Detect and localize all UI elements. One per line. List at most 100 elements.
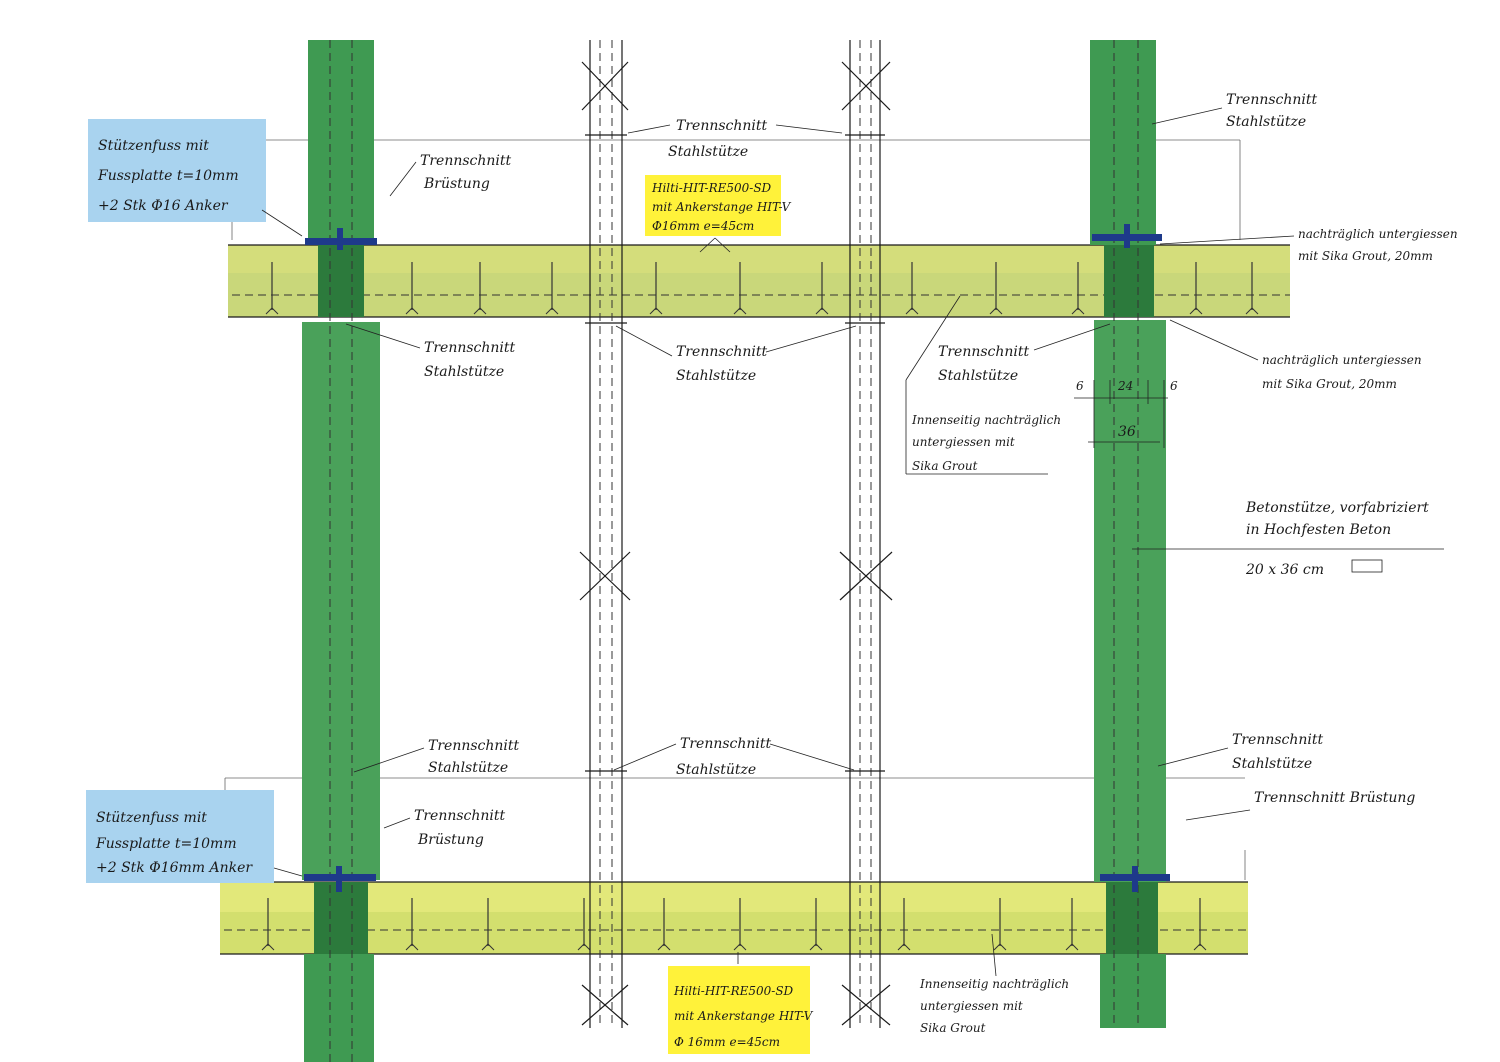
note-hilti-top-line-1: Hilti-HIT-RE500-SD <box>651 181 772 195</box>
label-cut-steel-center-low-2: Stahlstütze <box>676 762 756 778</box>
label-cut-steel-right-mid-2: Stahlstütze <box>938 368 1018 384</box>
anchor-foot <box>815 307 829 315</box>
steel-column-center-left <box>579 40 631 1028</box>
label-cut-steel-center-top-1: Trennschnitt <box>676 118 768 134</box>
anchor-foot <box>649 307 663 315</box>
label-inside-regrout-mid-1: Innenseitig nachträglich <box>911 413 1061 427</box>
anchor-foot <box>265 307 279 315</box>
steel-column-center-right <box>839 40 893 1028</box>
label-cut-steel-right-mid: Trennschnitt Stahlstütze <box>938 323 1111 384</box>
anchor-foot <box>1065 943 1079 951</box>
dimension-total: 36 <box>1118 424 1136 440</box>
label-cut-steel-right-mid-1: Trennschnitt <box>938 344 1030 360</box>
anchor-foot <box>733 307 747 315</box>
label-inside-regrout-mid-3: Sika Grout <box>912 459 978 473</box>
label-inside-regrout-low-3: Sika Grout <box>920 1021 986 1035</box>
label-cut-steel-left-mid-2: Stahlstütze <box>424 364 504 380</box>
label-cut-steel-right-top-2: Stahlstütze <box>1226 114 1306 130</box>
steel-plate-top-left <box>305 228 377 250</box>
anchor-foot <box>905 307 919 315</box>
label-cut-steel-left-mid: Trennschnitt Stahlstütze <box>345 323 516 380</box>
anchor-foot <box>405 943 419 951</box>
note-footplate-top: Stützenfuss mit Fussplatte t=10mm +2 Stk… <box>88 119 303 237</box>
label-cut-steel-left-low: Trennschnitt Stahlstütze <box>353 738 520 776</box>
label-concrete-column-spec-1: Betonstütze, vorfabriziert <box>1245 500 1429 516</box>
anchor-foot <box>1245 307 1259 315</box>
label-cut-steel-center-top-2: Stahlstütze <box>668 144 748 160</box>
label-cut-parapet-left-low-2: Brüstung <box>417 832 484 848</box>
label-cut-steel-right-low: Trennschnitt Stahlstütze <box>1157 732 1324 772</box>
label-cut-steel-center-mid-1: Trennschnitt <box>676 344 768 360</box>
anchor-foot <box>545 307 559 315</box>
anchor-foot <box>577 943 591 951</box>
label-inside-regrout-mid: Innenseitig nachträglich untergiessen mi… <box>905 295 1061 475</box>
anchor-foot <box>809 943 823 951</box>
label-cut-parapet-top: Trennschnitt Brüstung <box>389 153 512 197</box>
anchor-foot <box>989 307 1003 315</box>
label-regrout-mid-right: nachträglich untergiessen mit Sika Grout… <box>1169 319 1422 391</box>
dimension-column: 6 24 6 36 <box>1074 379 1178 448</box>
label-cut-parapet-left-low-1: Trennschnitt <box>414 808 506 824</box>
anchor-foot <box>1071 307 1085 315</box>
note-footplate-bottom-line-2: Fussplatte t=10mm <box>95 836 237 852</box>
label-regrout-top-right-2: mit Sika Grout, 20mm <box>1298 249 1433 263</box>
label-regrout-mid-right-2: mit Sika Grout, 20mm <box>1262 377 1397 391</box>
label-cut-parapet-left-low: Trennschnitt Brüstung <box>383 808 506 848</box>
steel-plate-bottom-left <box>304 866 376 892</box>
cut-markers <box>585 134 885 772</box>
label-cut-steel-center-mid: Trennschnitt Stahlstütze <box>615 325 857 384</box>
concrete-column-left <box>302 40 380 1062</box>
label-cut-steel-right-low-1: Trennschnitt <box>1232 732 1324 748</box>
anchors-lower <box>261 898 1207 951</box>
label-cut-steel-center-mid-2: Stahlstütze <box>676 368 756 384</box>
label-regrout-top-right-1: nachträglich untergiessen <box>1298 227 1458 241</box>
label-regrout-mid-right-1: nachträglich untergiessen <box>1262 353 1422 367</box>
note-hilti-bottom-line-2: mit Ankerstange HIT-V <box>674 1009 814 1023</box>
anchor-foot <box>405 307 419 315</box>
note-hilti-bottom-line-3: Φ 16mm e=45cm <box>674 1035 780 1049</box>
anchor-foot <box>481 943 495 951</box>
label-inside-regrout-low-1: Innenseitig nachträglich <box>919 977 1069 991</box>
label-cut-parapet-right-low-1: Trennschnitt Brüstung <box>1254 790 1415 806</box>
label-cut-steel-right-top: Trennschnitt Stahlstütze <box>1151 92 1318 130</box>
label-cut-steel-left-low-1: Trennschnitt <box>428 738 520 754</box>
note-hilti-bottom-line-1: Hilti-HIT-RE500-SD <box>673 984 794 998</box>
dimension-left-offset: 6 <box>1076 379 1084 393</box>
label-concrete-column-spec: Betonstütze, vorfabriziert in Hochfesten… <box>1132 500 1444 578</box>
label-cut-steel-center-low-1: Trennschnitt <box>680 736 772 752</box>
anchor-foot <box>1189 307 1203 315</box>
label-cut-steel-center-top: Trennschnitt Stahlstütze <box>627 118 843 160</box>
note-footplate-top-line-3: +2 Stk Φ16 Anker <box>98 198 229 214</box>
anchor-foot <box>1193 943 1207 951</box>
note-hilti-top: Hilti-HIT-RE500-SD mit Ankerstange HIT-V… <box>645 175 792 253</box>
note-footplate-bottom-line-1: Stützenfuss mit <box>96 810 207 826</box>
label-cut-steel-center-low: Trennschnitt Stahlstütze <box>613 736 855 778</box>
label-cut-steel-left-mid-1: Trennschnitt <box>424 340 516 356</box>
note-hilti-top-line-2: mit Ankerstange HIT-V <box>652 200 792 214</box>
concrete-column-right <box>1090 40 1166 1028</box>
label-cut-steel-left-low-2: Stahlstütze <box>428 760 508 776</box>
label-inside-regrout-mid-2: untergiessen mit <box>912 435 1015 449</box>
dimension-core: 24 <box>1117 379 1133 393</box>
anchor-foot <box>897 943 911 951</box>
label-cut-parapet-right-low: Trennschnitt Brüstung <box>1185 790 1415 821</box>
anchor-foot <box>733 943 747 951</box>
anchor-foot <box>657 943 671 951</box>
note-footplate-top-line-1: Stützenfuss mit <box>98 138 209 154</box>
label-concrete-column-spec-2: in Hochfesten Beton <box>1246 522 1391 538</box>
label-inside-regrout-low: Innenseitig nachträglich untergiessen mi… <box>919 933 1069 1035</box>
dimension-right-offset: 6 <box>1170 379 1178 393</box>
note-hilti-top-line-3: Φ16mm e=45cm <box>652 219 754 233</box>
label-inside-regrout-low-2: untergiessen mit <box>920 999 1023 1013</box>
label-cut-parapet-top-1: Trennschnitt <box>420 153 512 169</box>
label-cut-steel-right-top-1: Trennschnitt <box>1226 92 1318 108</box>
label-cut-parapet-top-2: Brüstung <box>423 176 490 192</box>
anchor-foot <box>473 307 487 315</box>
note-footplate-bottom-line-3: +2 Stk Φ16mm Anker <box>96 860 253 876</box>
anchor-foot <box>993 943 1007 951</box>
note-footplate-top-line-2: Fussplatte t=10mm <box>97 168 239 184</box>
steel-plate-top-right <box>1092 224 1162 248</box>
note-footplate-bottom: Stützenfuss mit Fussplatte t=10mm +2 Stk… <box>86 790 303 883</box>
steel-plate-bottom-right <box>1100 866 1170 892</box>
